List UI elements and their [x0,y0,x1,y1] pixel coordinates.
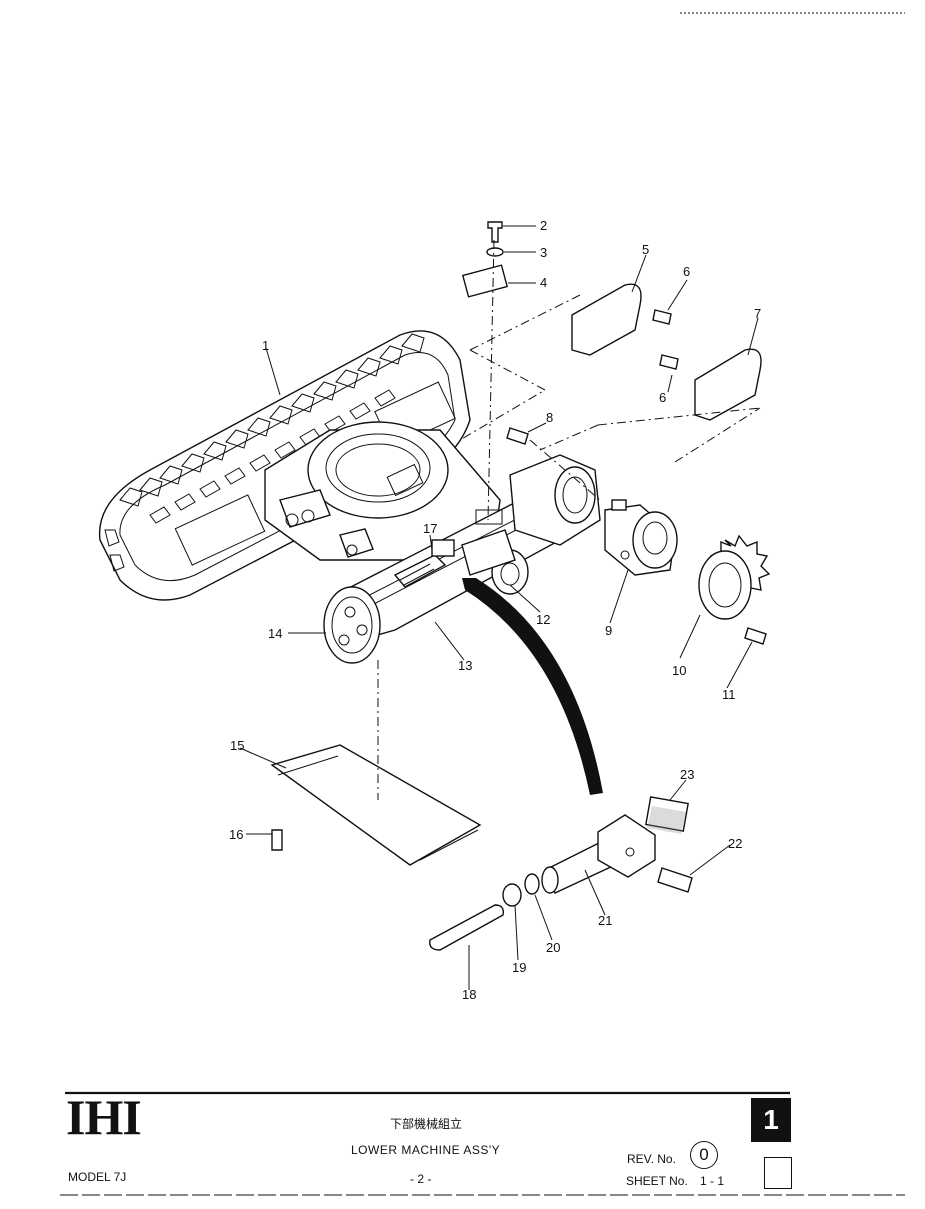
callout-1: 1 [262,338,269,353]
callout-11: 11 [722,687,736,702]
callout-9: 9 [605,623,612,638]
sheet-label: SHEET No. [626,1174,688,1188]
swing-ring [307,421,449,519]
cover-plate-7 [694,348,762,421]
callout-13: 13 [458,658,472,673]
rev-value-circle: 0 [690,1141,718,1169]
title-japanese: 下部機械組立 [390,1117,463,1131]
motor-mount [461,454,601,595]
page-number: - 2 - [410,1172,432,1186]
sheet-value: 1 - 1 [700,1174,725,1188]
idler-wheel [323,586,381,664]
callout-numbers: 1 2 3 4 5 6 6 7 8 9 10 11 12 13 14 15 16… [229,218,761,1002]
callout-17: 17 [423,521,437,536]
pin-18 [429,904,505,951]
track-lugs [104,333,425,572]
callout-14: 14 [268,626,282,641]
plate-4 [461,264,509,298]
cover-plate-5 [571,283,642,356]
callout-8: 8 [546,410,553,425]
explode-lines [377,239,761,800]
block-22-body [597,814,656,878]
leader-lines [239,225,759,990]
callout-6a: 6 [683,264,690,279]
travel-motor [604,499,678,576]
adjuster-assembly [429,796,693,951]
callout-19: 19 [512,960,526,975]
under-cover-plate [270,744,482,866]
callout-20: 20 [546,940,560,955]
callout-5: 5 [642,242,649,257]
callout-6b: 6 [659,390,666,405]
empty-checkbox-square [764,1157,792,1189]
callout-22: 22 [728,836,742,851]
title-english: LOWER MACHINE ASS'Y [351,1143,501,1157]
callout-10: 10 [672,663,686,678]
ring-19 [502,883,522,907]
assembly-arrow [462,578,603,795]
recoil-spring-block [431,539,455,557]
callout-12: 12 [536,612,550,627]
callout-3: 3 [540,245,547,260]
callout-15: 15 [230,738,244,753]
callout-18: 18 [462,987,476,1002]
callout-21: 21 [598,913,612,928]
pad-23 [645,796,689,832]
bolts [271,221,767,851]
callout-2: 2 [540,218,547,233]
lower-frame [264,421,501,561]
callout-16: 16 [229,827,243,842]
callout-7: 7 [754,306,761,321]
rev-label: REV. No. [627,1152,676,1166]
callout-4: 4 [540,275,547,290]
o-ring-20 [524,873,540,895]
group-number-box: 1 [751,1098,791,1142]
sprocket [698,534,771,620]
model-label: MODEL 7J [68,1170,127,1184]
callout-23: 23 [680,767,694,782]
brand-logo: IHI [66,1089,142,1145]
